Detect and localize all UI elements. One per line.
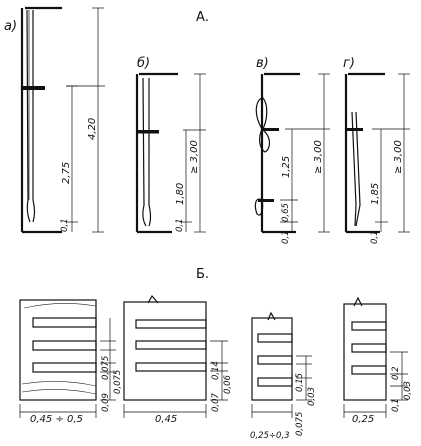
dim-a-grip: 2,75 xyxy=(61,161,72,184)
dim-b-base: 0,1 xyxy=(175,218,185,232)
detail-3-dim-c: 0,075 xyxy=(295,411,305,436)
detail-3-width: 0,25÷0,3 xyxy=(250,431,290,441)
detail-4-width: 0,25 xyxy=(352,414,375,425)
dim-v-upper: 1,25 xyxy=(281,155,292,178)
variant-g-label: г) xyxy=(343,56,355,71)
detail-3-dim-a: 0,15 xyxy=(295,373,305,392)
detail-4-dim-c: 0,1 xyxy=(391,398,401,412)
detail-4-dim-a: 0,2 xyxy=(391,366,401,380)
dim-g-overall: ≥ 3,00 xyxy=(393,140,404,174)
detail-4-drawing xyxy=(343,296,408,418)
variant-b-drawing xyxy=(135,72,206,234)
detail-2-drawing xyxy=(123,294,228,418)
variant-a-drawing xyxy=(20,6,105,234)
detail-4-dim-b: 0,03 xyxy=(403,381,413,400)
variant-v-label: в) xyxy=(256,56,269,71)
detail-3-dim-b: 0,03 xyxy=(307,387,317,406)
detail-1-drawing xyxy=(19,299,116,418)
dim-v-lower: 0,65 xyxy=(281,203,291,222)
variant-g-drawing xyxy=(344,72,410,234)
variant-v-drawing xyxy=(254,72,330,234)
variant-b-label: б) xyxy=(137,56,151,71)
detail-2-dim-a: 0,14 xyxy=(211,361,221,380)
section-b-title: Б. xyxy=(196,267,210,282)
detail-2-dim-b: 0,06 xyxy=(223,375,233,394)
dim-a-overall: 4,20 xyxy=(87,117,98,140)
dim-a-base: 0,1 xyxy=(60,218,70,232)
detail-1-width: 0,45 ÷ 0,5 xyxy=(30,414,83,425)
dim-v-base: 0,1 xyxy=(281,230,291,244)
variant-a-label: а) xyxy=(4,19,18,34)
dim-b-overall: ≥ 3,00 xyxy=(189,140,200,174)
detail-3-drawing xyxy=(251,311,312,418)
detail-1-dim-a: 0,075 xyxy=(101,355,111,380)
detail-1-dim-b: 0,075 xyxy=(113,369,123,394)
dim-g-base: 0,1 xyxy=(370,230,380,244)
detail-1-dim-c: 0,09 xyxy=(101,393,111,412)
dim-b-grip: 1,80 xyxy=(175,182,186,205)
section-a-title: А. xyxy=(196,10,210,25)
dim-g-grip: 1,85 xyxy=(370,182,381,205)
dim-v-overall: ≥ 3,00 xyxy=(313,140,324,174)
detail-2-width: 0,45 xyxy=(155,414,178,425)
detail-2-dim-c: 0,07 xyxy=(211,393,221,412)
